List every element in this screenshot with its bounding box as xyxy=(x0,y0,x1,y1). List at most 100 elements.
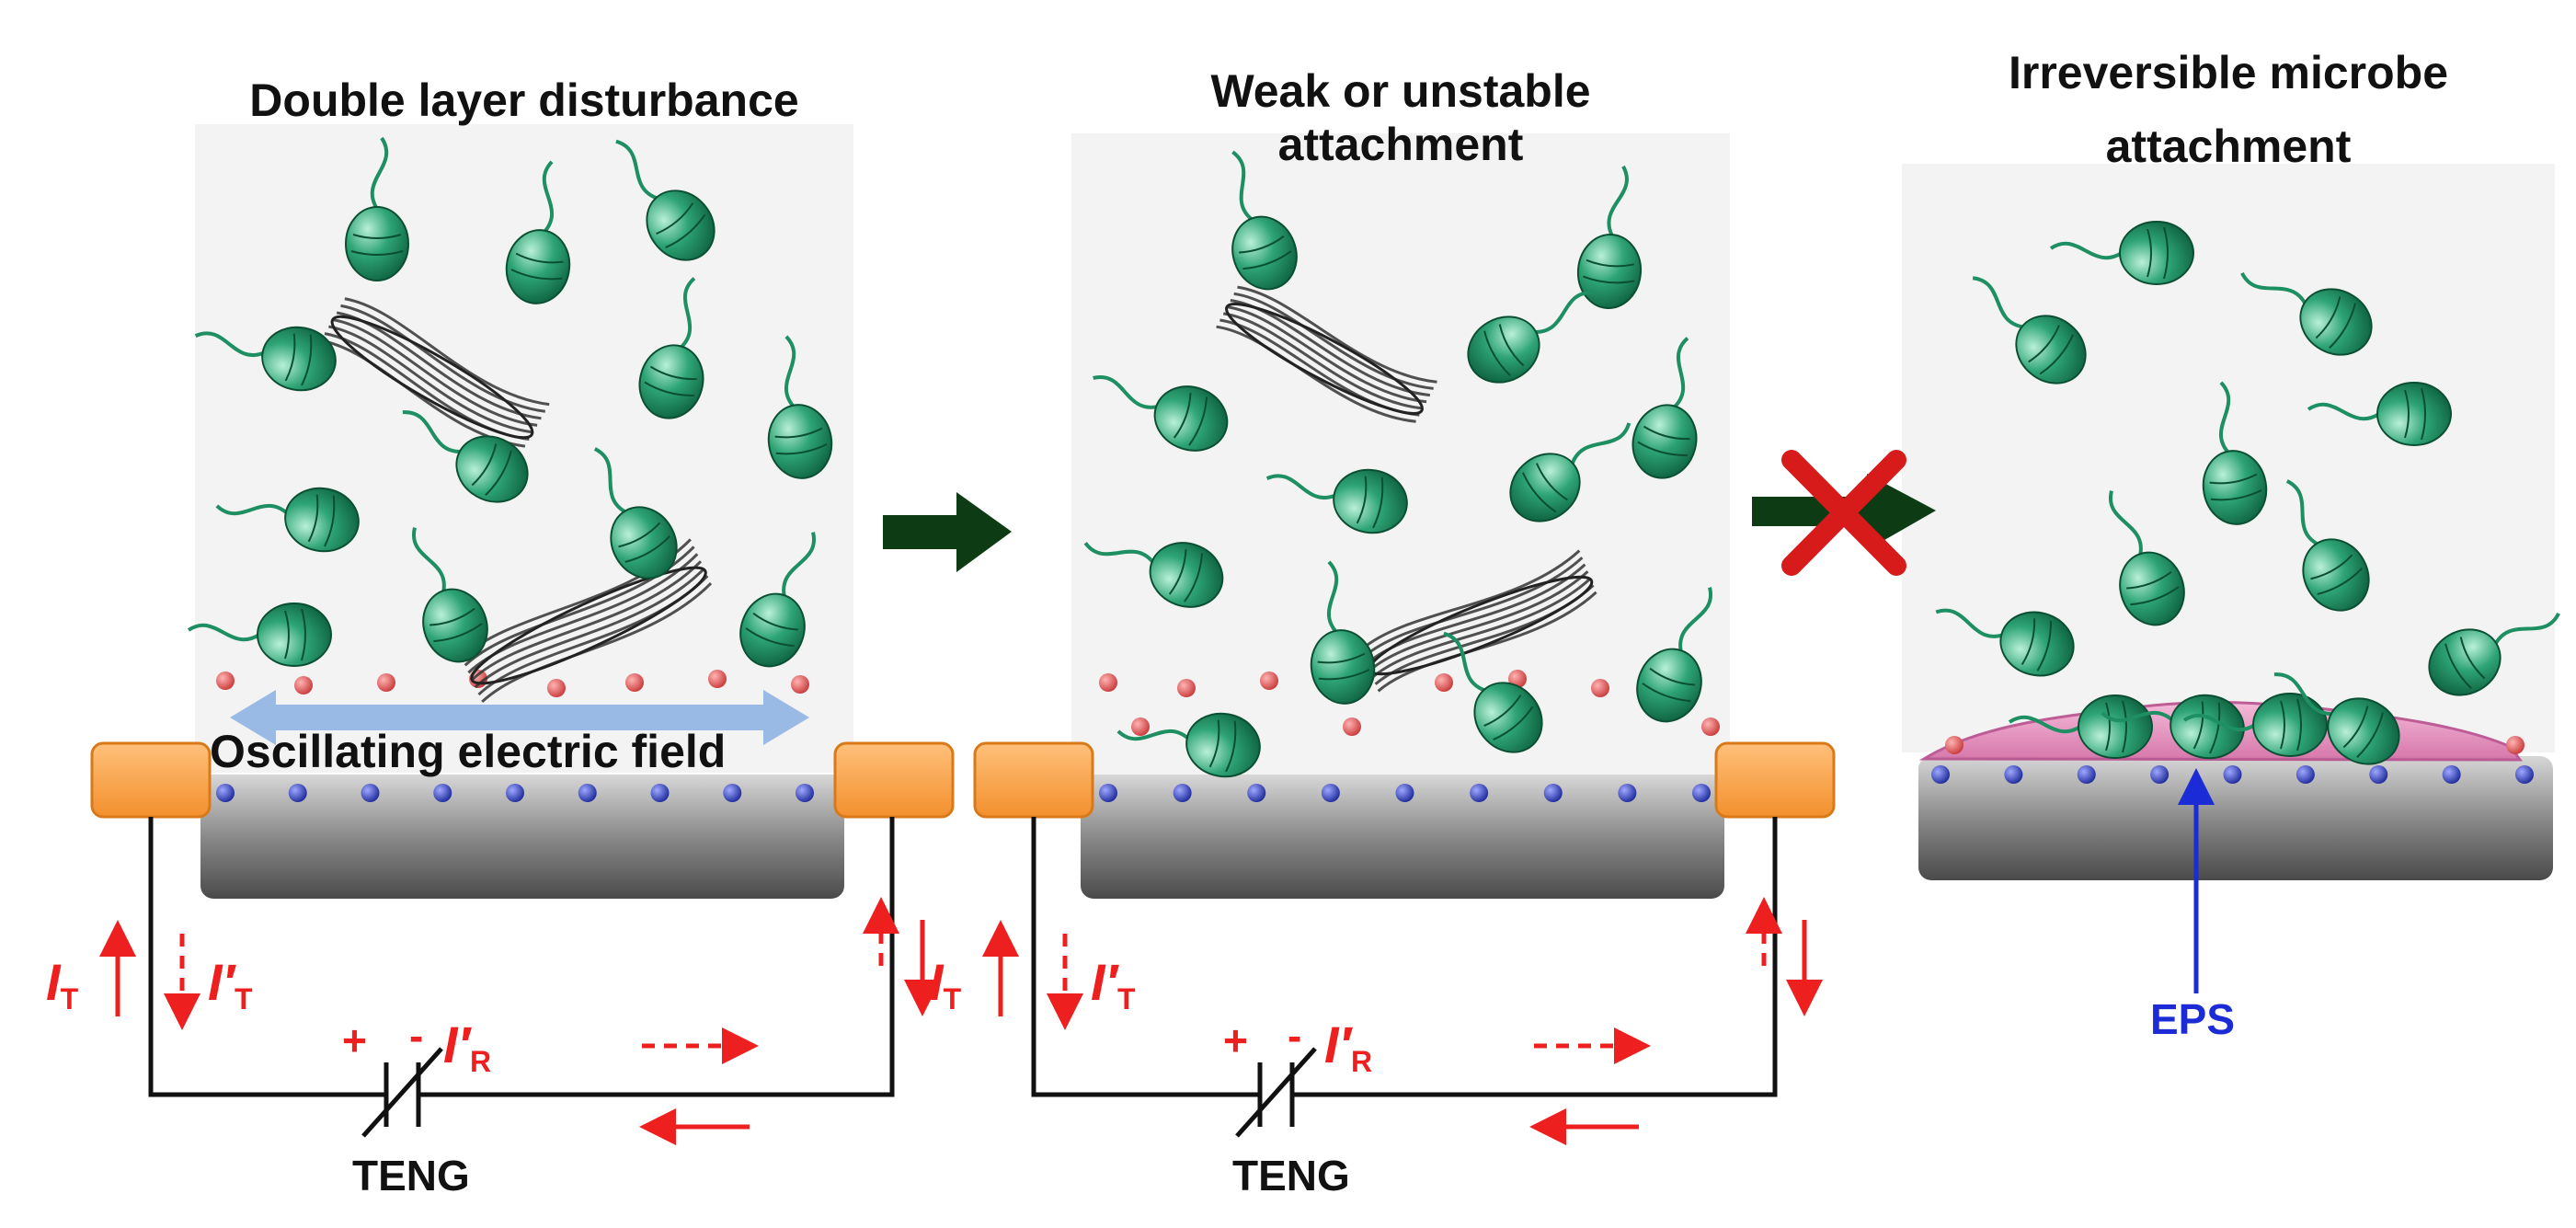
plus-sign-2: + xyxy=(1223,1016,1248,1064)
microbe-cell xyxy=(1972,276,2087,384)
microbe-cell xyxy=(215,487,360,553)
microbe-cell xyxy=(2428,612,2560,696)
negative-charge-dot xyxy=(1247,784,1266,802)
negative-charge-dot xyxy=(361,784,380,802)
microbe-cell xyxy=(2182,693,2328,757)
organic-foulant-scribble xyxy=(1360,549,1597,693)
microbe-cell xyxy=(2285,479,2370,612)
negative-charge-dot xyxy=(1931,765,1950,784)
current-label-iprime-r-2: I′R xyxy=(1324,1016,1372,1077)
positive-charge-dot xyxy=(1177,679,1196,697)
positive-charge-dot xyxy=(1945,736,1963,754)
microbe-cell xyxy=(638,277,704,419)
microbe-cell xyxy=(402,410,529,503)
panel-2-title-line1: Weak or unstable xyxy=(1210,65,1591,117)
teng-label-2: TENG xyxy=(1232,1152,1350,1199)
microbe-cell xyxy=(739,532,817,668)
positive-charge-dot xyxy=(1099,673,1117,692)
negative-charge-dot xyxy=(506,784,524,802)
microbe-cell xyxy=(194,326,337,392)
organic-foulant-scribble xyxy=(1216,285,1437,423)
positive-charge-dot xyxy=(1260,671,1278,690)
field-double-arrow xyxy=(230,690,809,745)
positive-charge-dot xyxy=(1435,673,1453,692)
positive-charge-dot xyxy=(2506,736,2524,754)
positive-charge-dot xyxy=(1131,717,1150,736)
current-symbol: I′ xyxy=(1324,1016,1351,1073)
negative-charge-dot xyxy=(216,784,235,802)
negative-charge-dot xyxy=(2150,765,2170,784)
negative-charge-dot xyxy=(2223,765,2242,784)
charge-dots xyxy=(216,670,2534,802)
negative-charge-dot xyxy=(2442,765,2461,784)
negative-charge-dot xyxy=(1618,784,1637,802)
microbe-cell xyxy=(1509,422,1631,522)
microbe-cell xyxy=(2273,672,2400,765)
current-label-iprime-t-1: I′T xyxy=(208,957,253,1016)
microbe-cell xyxy=(767,335,833,479)
microbe-cell xyxy=(1467,291,1594,384)
microbe-cell xyxy=(2202,381,2268,525)
minus-sign-2: - xyxy=(1288,1012,1302,1060)
positive-charge-dot xyxy=(708,670,727,688)
current-subscript: T xyxy=(234,982,253,1016)
current-symbol: I′ xyxy=(208,953,235,1011)
panel-2-background xyxy=(1071,133,1730,777)
substrate-2 xyxy=(1081,775,1724,899)
negative-charge-dot xyxy=(2515,765,2534,784)
minus-sign-1: - xyxy=(409,1012,424,1060)
panel-2-title-line2: attachment xyxy=(1277,119,1524,170)
positive-charge-dot xyxy=(791,675,809,694)
negative-charge-dot xyxy=(1543,784,1563,802)
negative-charge-dot xyxy=(1099,784,1117,802)
teng-capacitor-1 xyxy=(361,1047,443,1138)
microbe-cell xyxy=(2240,271,2373,356)
teng-capacitor-2 xyxy=(1235,1047,1317,1138)
microbe-cell xyxy=(1576,165,1643,309)
substrate-1 xyxy=(200,775,844,899)
positive-charge-dot xyxy=(1701,717,1720,736)
negative-charge-dot xyxy=(1321,784,1340,802)
negative-charge-dot xyxy=(1173,784,1192,802)
microbe-cell xyxy=(411,527,488,663)
microbe-cell xyxy=(1636,587,1713,723)
microbe-cell xyxy=(1935,608,2075,677)
negative-charge-dot xyxy=(288,784,307,802)
teng-label-1: TENG xyxy=(352,1152,470,1199)
current-label-iprime-r-1: I′R xyxy=(443,1016,491,1077)
current-subscript: T xyxy=(60,982,79,1016)
microbe-cell xyxy=(187,603,332,667)
microbe-cell xyxy=(615,139,716,261)
microbe-cell xyxy=(1265,468,1408,534)
electrode-1-left xyxy=(90,741,212,819)
negative-charge-dot xyxy=(2077,765,2096,784)
negative-charge-dot xyxy=(1692,784,1711,802)
current-arrows xyxy=(99,897,1823,1145)
current-symbol: I′ xyxy=(443,1016,470,1073)
positive-charge-dot xyxy=(216,671,235,690)
microbe-cell xyxy=(2049,221,2194,285)
microbe-cell xyxy=(2008,694,2153,759)
plus-sign-1: + xyxy=(342,1016,367,1064)
positive-charge-dot xyxy=(294,676,313,694)
negative-charge-dot xyxy=(433,784,452,802)
current-subscript: T xyxy=(1116,982,1136,1016)
negative-charge-dot xyxy=(650,784,670,802)
microbe-cell xyxy=(1631,337,1698,479)
microbe-cell xyxy=(2307,382,2452,446)
positive-charge-dot xyxy=(1591,679,1609,697)
transition-arrow-1 xyxy=(883,492,1012,572)
current-subscript: T xyxy=(943,982,962,1016)
microbe-cell xyxy=(345,136,409,281)
negative-charge-dot xyxy=(2004,765,2023,784)
microbe-cell xyxy=(1093,374,1229,452)
microbe-cell xyxy=(1231,150,1298,291)
microbe-cell xyxy=(2101,694,2245,760)
field-label: Oscillating electric field xyxy=(210,726,727,777)
current-label-it-right-1: IT xyxy=(929,957,962,1016)
microbe-cell xyxy=(593,447,678,580)
electrode-1-right xyxy=(833,741,955,819)
microbe-cell xyxy=(1116,712,1261,778)
